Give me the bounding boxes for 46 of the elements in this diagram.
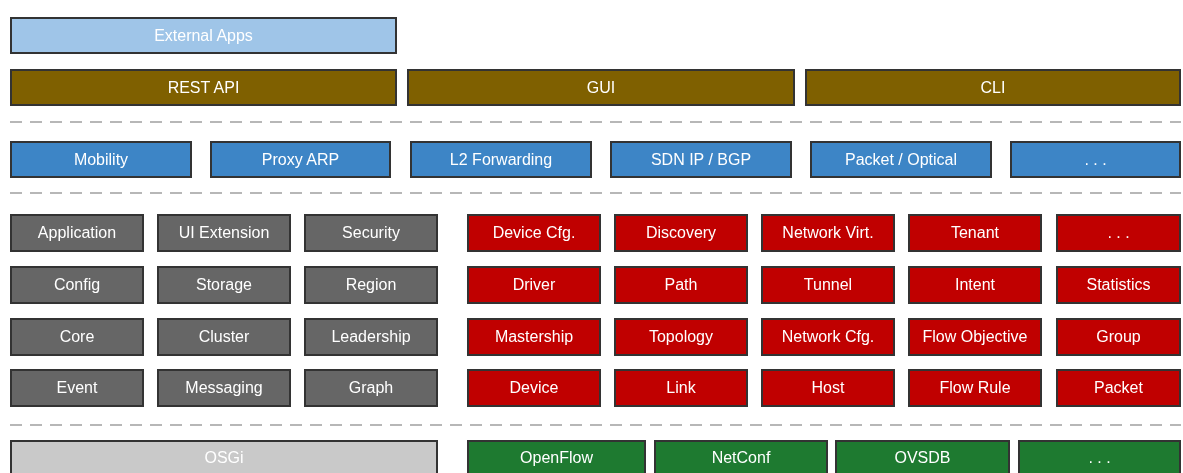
network-service-box: Intent [908,266,1042,304]
network-service-box: Statistics [1056,266,1181,304]
core-service-box: Leadership [304,318,438,356]
core-service-box: Cluster [157,318,291,356]
network-service-box: Flow Objective [908,318,1042,356]
application-box: Packet / Optical [810,141,992,178]
network-service-box: Flow Rule [908,369,1042,407]
application-box: . . . [1010,141,1181,178]
network-service-box: Tunnel [761,266,895,304]
core-service-box: Config [10,266,144,304]
core-service-box: Security [304,214,438,252]
core-service-box: Event [10,369,144,407]
protocol-box: NetConf [654,440,828,473]
application-box: SDN IP / BGP [610,141,792,178]
network-service-box: Discovery [614,214,748,252]
protocol-box: OpenFlow [467,440,646,473]
interface-box: GUI [407,69,795,106]
network-service-box: Link [614,369,748,407]
core-service-box: Storage [157,266,291,304]
network-service-box: Host [761,369,895,407]
interface-box: CLI [805,69,1181,106]
core-service-box: Region [304,266,438,304]
application-box: Proxy ARP [210,141,391,178]
core-service-box: Core [10,318,144,356]
core-service-box: Messaging [157,369,291,407]
interface-box: REST API [10,69,397,106]
network-service-box: . . . [1056,214,1181,252]
protocol-box: . . . [1018,440,1181,473]
application-box: Mobility [10,141,192,178]
core-service-box: Application [10,214,144,252]
network-service-box: Network Cfg. [761,318,895,356]
network-service-box: Topology [614,318,748,356]
network-service-box: Driver [467,266,601,304]
network-service-box: Path [614,266,748,304]
network-service-box: Device Cfg. [467,214,601,252]
network-service-box: Tenant [908,214,1042,252]
network-service-box: Device [467,369,601,407]
network-service-box: Group [1056,318,1181,356]
network-service-box: Mastership [467,318,601,356]
layer-box: External Apps [10,17,397,54]
network-service-box: Packet [1056,369,1181,407]
network-service-box: Network Virt. [761,214,895,252]
application-box: L2 Forwarding [410,141,592,178]
core-service-box: Graph [304,369,438,407]
protocol-box: OVSDB [835,440,1010,473]
core-service-box: UI Extension [157,214,291,252]
